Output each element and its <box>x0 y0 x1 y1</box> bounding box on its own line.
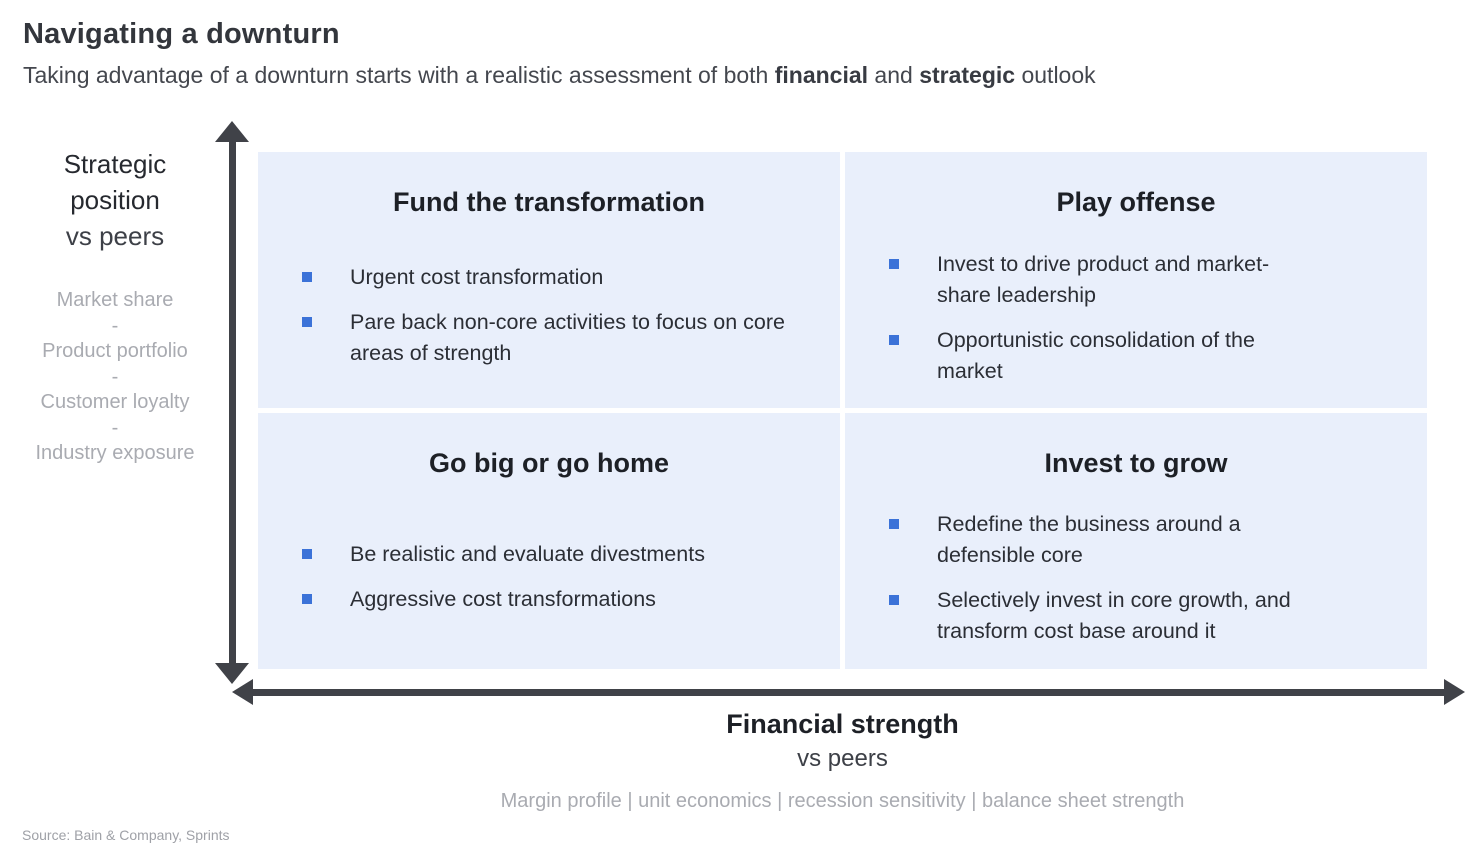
bullet-square-icon <box>302 317 312 327</box>
criteria-separator: - <box>111 314 119 337</box>
y-axis-criterion: Product portfolio <box>42 340 188 362</box>
y-axis-criterion: Customer loyalty <box>40 391 190 413</box>
bullet-text: Be realistic and evaluate divestments <box>350 542 705 566</box>
quadrant-bullet-list: Urgent cost transformation Pare back non… <box>258 262 840 369</box>
y-axis-criterion: Market share <box>56 289 174 311</box>
x-axis-arrow-line <box>252 689 1446 696</box>
quadrant-play-offense: Play offense Invest to drive product and… <box>845 152 1427 408</box>
bullet-text: Opportunistic consolidation of the marke… <box>937 328 1255 383</box>
subtitle-segment: outlook <box>1015 62 1096 88</box>
bullet-square-icon <box>302 594 312 604</box>
quadrant-invest-to-grow: Invest to grow Redefine the business aro… <box>845 413 1427 669</box>
x-axis-label-block: Financial strength vs peers Margin profi… <box>258 709 1427 813</box>
bullet-item: Urgent cost transformation <box>302 262 840 293</box>
y-axis-title: Strategic position vs peers <box>8 146 222 254</box>
bullet-item: Pare back non-core activities to focus o… <box>302 307 840 369</box>
criteria-separator: - <box>111 365 119 388</box>
quadrant-go-big-or-go-home: Go big or go home Be realistic and evalu… <box>258 413 840 669</box>
quadrant-title: Go big or go home <box>429 448 669 478</box>
page-subtitle: Taking advantage of a downturn starts wi… <box>23 62 1096 89</box>
y-axis-criteria-list: Market share - Product portfolio - Custo… <box>8 288 222 467</box>
subtitle-segment: and <box>868 62 920 88</box>
criteria-separator: - <box>111 416 119 439</box>
quadrant-bullet-list: Redefine the business around a defensibl… <box>845 509 1427 647</box>
bullet-text: Pare back non-core activities to focus o… <box>350 310 785 365</box>
bullet-square-icon <box>889 519 899 529</box>
bullet-item: Be realistic and evaluate divestments <box>302 539 840 570</box>
bullet-item: Invest to drive product and market-share… <box>889 249 1427 311</box>
x-axis-title: Financial strength <box>726 709 959 739</box>
bullet-square-icon <box>889 335 899 345</box>
quadrant-title: Invest to grow <box>1044 448 1228 478</box>
bullet-item: Selectively invest in core growth, and t… <box>889 585 1427 647</box>
quadrant-fund-the-transformation: Fund the transformation Urgent cost tran… <box>258 152 840 408</box>
bullet-item: Aggressive cost transformations <box>302 584 840 615</box>
bullet-text: Selectively invest in core growth, and t… <box>937 588 1291 643</box>
quadrant-bullet-list: Invest to drive product and market-share… <box>845 249 1427 387</box>
x-axis-vs-peers: vs peers <box>797 745 888 772</box>
quadrant-title: Play offense <box>1056 187 1216 217</box>
subtitle-segment: Taking advantage of a downturn starts wi… <box>23 62 775 88</box>
quadrant-bullet-list: Be realistic and evaluate divestments Ag… <box>258 539 840 615</box>
bullet-text: Aggressive cost transformations <box>350 587 656 611</box>
y-axis-vs-peers: vs peers <box>65 221 165 251</box>
bullet-text: Invest to drive product and market-share… <box>937 252 1270 307</box>
quadrant-title: Fund the transformation <box>393 187 705 217</box>
y-axis-title-line1: Strategic <box>63 149 167 179</box>
subtitle-bold-financial: financial <box>774 62 869 88</box>
page-title: Navigating a downturn <box>23 18 340 50</box>
source-note: Source: Bain & Company, Sprints <box>22 827 230 843</box>
x-axis-criteria: Margin profile | unit economics | recess… <box>500 790 1185 812</box>
x-axis-arrowhead-right-icon <box>1444 679 1465 705</box>
x-axis-arrowhead-left-icon <box>232 679 253 705</box>
bullet-item: Redefine the business around a defensibl… <box>889 509 1427 571</box>
y-axis-label-block: Strategic position vs peers Market share… <box>8 146 222 467</box>
y-axis-criterion: Industry exposure <box>35 442 195 464</box>
bullet-text: Redefine the business around a defensibl… <box>937 512 1241 567</box>
bullet-text: Urgent cost transformation <box>350 265 604 289</box>
y-axis-title-line2: position <box>70 185 160 215</box>
subtitle-bold-strategic: strategic <box>919 62 1016 88</box>
bullet-square-icon <box>302 272 312 282</box>
y-axis-arrowhead-down-icon <box>215 663 249 684</box>
y-axis-arrowhead-up-icon <box>215 121 249 142</box>
bullet-square-icon <box>889 595 899 605</box>
bullet-item: Opportunistic consolidation of the marke… <box>889 325 1427 387</box>
y-axis-arrow-line <box>229 138 236 664</box>
bullet-square-icon <box>889 259 899 269</box>
bullet-square-icon <box>302 549 312 559</box>
